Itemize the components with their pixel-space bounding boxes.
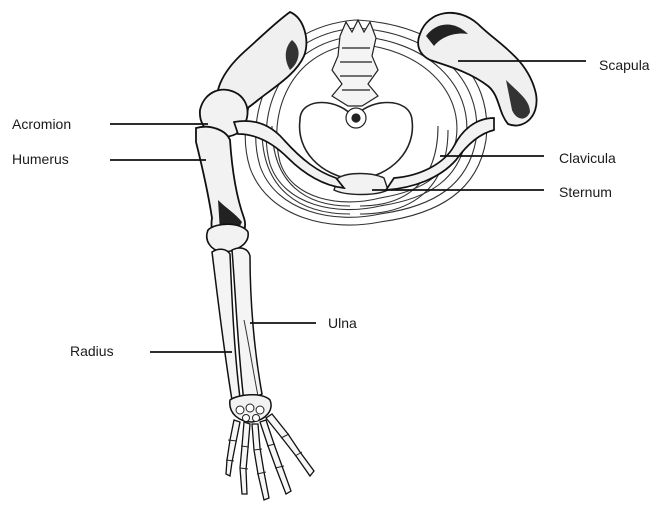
sternum-bone bbox=[334, 174, 388, 195]
label-humerus: Humerus bbox=[12, 151, 69, 167]
hand-phalanges bbox=[226, 414, 314, 500]
label-clavicula: Clavicula bbox=[559, 150, 616, 166]
label-radius: Radius bbox=[70, 343, 114, 359]
label-ulna: Ulna bbox=[328, 315, 357, 331]
label-scapula: Scapula bbox=[599, 57, 650, 73]
label-sternum: Sternum bbox=[559, 184, 612, 200]
label-acromion: Acromion bbox=[12, 116, 71, 132]
